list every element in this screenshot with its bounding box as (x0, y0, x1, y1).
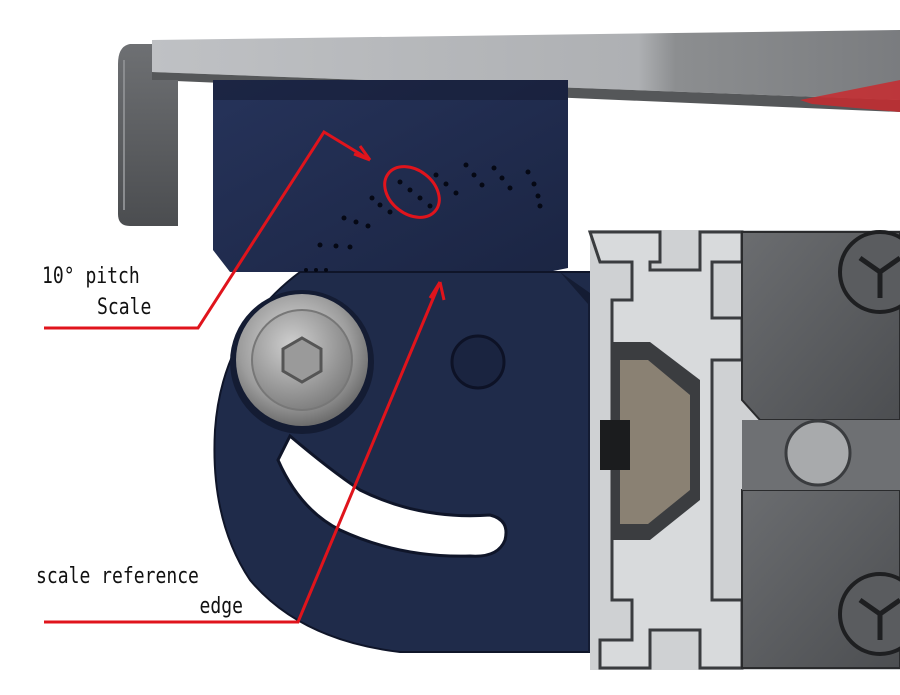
y-slot-icon-2 (858, 597, 900, 640)
cap-screw-bottom (838, 572, 900, 656)
arc-slot (276, 433, 508, 558)
pitch-scale-label-line2: Scale (97, 295, 152, 320)
pin-icon (784, 419, 852, 487)
pin-hole (450, 334, 506, 390)
pitch-scale-dots (304, 162, 543, 272)
reference-edge-label-line1: scale reference (36, 564, 199, 589)
cap-screw-top (838, 230, 900, 314)
tnut-blocks (741, 230, 900, 669)
scale-highlight-ellipse (383, 165, 441, 219)
pitch-scale-label-line1: 10° pitch (42, 264, 140, 289)
upper-bracket-plate (213, 80, 568, 272)
annotation-reference-edge-leader (44, 281, 446, 624)
annotation-pitch-scale-leader (44, 129, 441, 330)
reference-edge-label-line2: edge (199, 594, 243, 619)
hex-socket-icon (281, 336, 323, 384)
pivot-bolt (230, 290, 374, 434)
y-slot-icon (858, 255, 900, 298)
